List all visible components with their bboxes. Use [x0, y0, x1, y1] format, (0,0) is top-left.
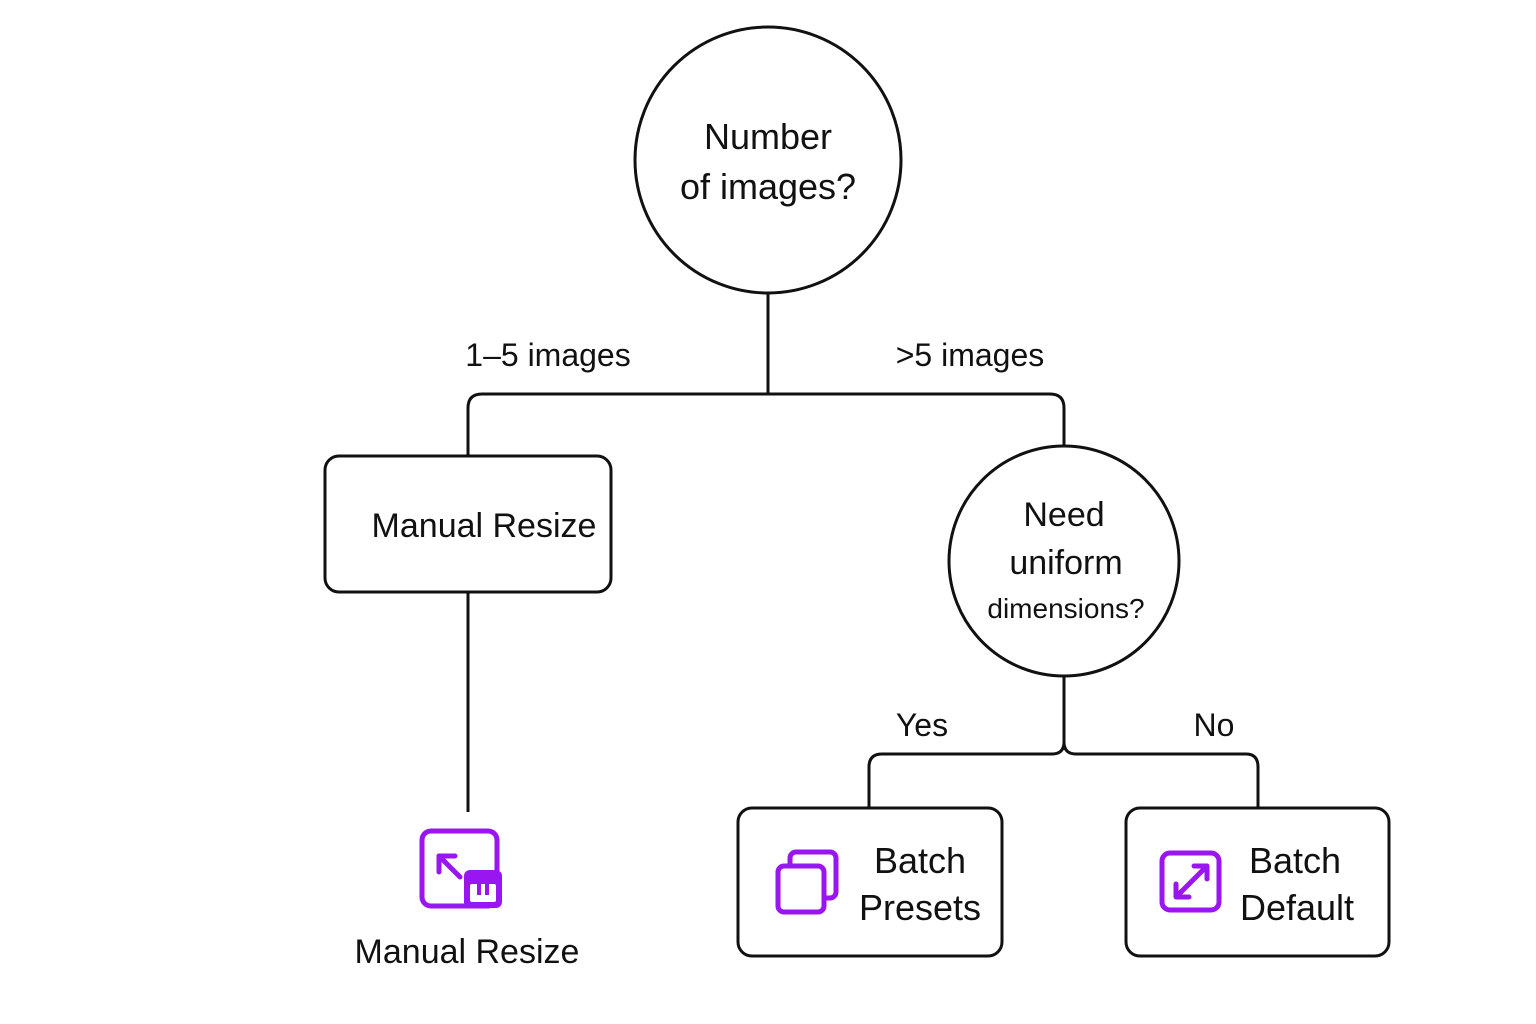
branch-label-few-images: 1–5 images [465, 337, 630, 373]
batch-default-box: Batch Default [1124, 806, 1391, 958]
stacked-squares-icon [774, 849, 839, 916]
root-question-line2: of images? [680, 166, 856, 207]
manual-resize-box-label: Manual Resize [372, 507, 597, 545]
uniform-dimensions-decision-node: Need uniform dimensions? [947, 444, 1181, 678]
manual-resize-box: Manual Resize [323, 454, 613, 594]
connectors [466, 292, 1260, 812]
batch-presets-box: Batch Presets [736, 806, 1004, 958]
batch-presets-line1: Batch [874, 840, 966, 881]
manual-resize-result: Manual Resize [355, 828, 580, 971]
manual-resize-result-label: Manual Resize [355, 933, 580, 971]
decision-line3: dimensions? [987, 593, 1144, 624]
batch-default-line1: Batch [1249, 840, 1341, 881]
branch-label-no: No [1194, 707, 1235, 743]
root-branch-connector [466, 392, 1066, 456]
decision-line1: Need [1023, 496, 1104, 534]
root-question-line1: Number [704, 116, 832, 157]
branch-label-many-images: >5 images [896, 337, 1045, 373]
batch-default-line2: Default [1240, 887, 1354, 928]
root-decision-node: Number of images? [633, 25, 903, 295]
decision-line2: uniform [1009, 544, 1122, 582]
decision-branch-connector [867, 676, 1260, 808]
resize-image-icon [419, 828, 502, 909]
branch-label-yes: Yes [896, 707, 948, 743]
expand-arrows-icon [1159, 850, 1222, 913]
batch-presets-line2: Presets [859, 887, 981, 928]
